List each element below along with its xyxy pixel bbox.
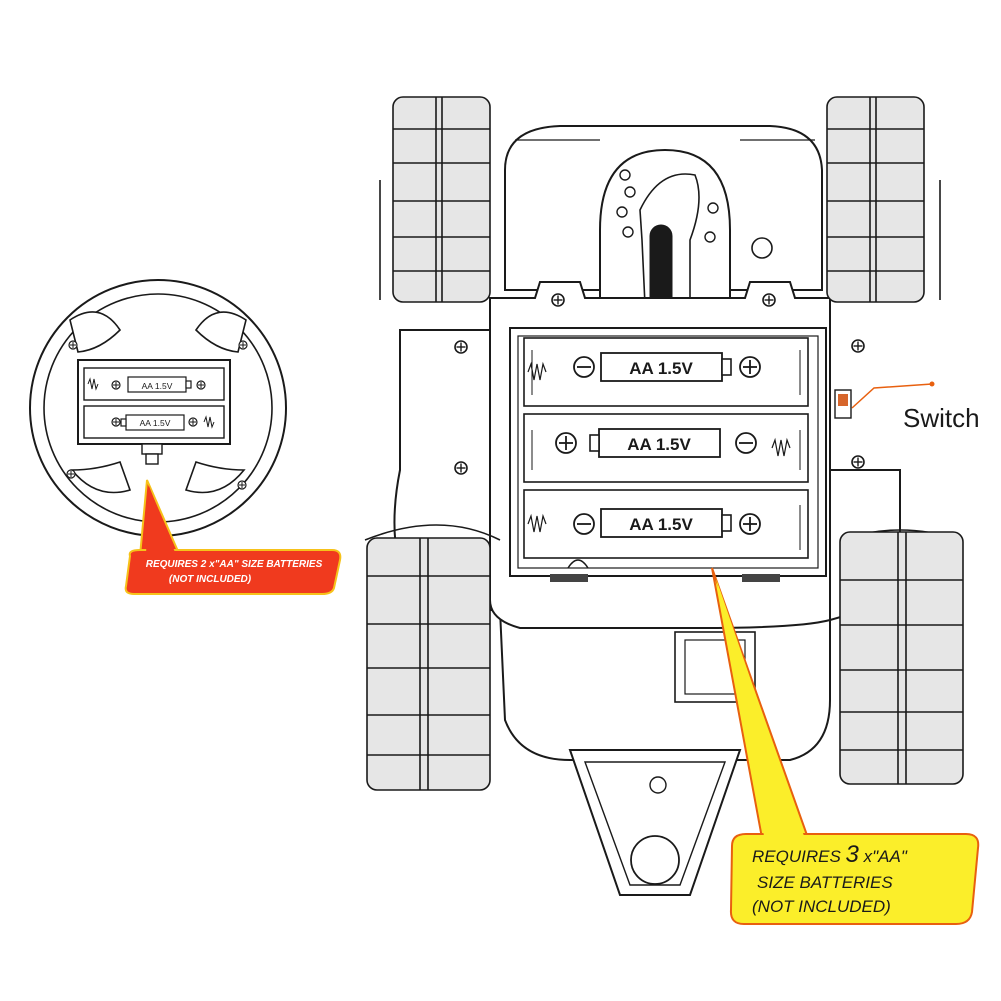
switch-annotation: Switch [851, 381, 980, 433]
remote-battery-callout: REQUIRES 2 x"AA" SIZE BATTERIES (NOT INC… [124, 479, 342, 595]
robot-callout-line-1: REQUIRES 3 x"AA" [752, 841, 908, 868]
remote-controller: AA 1.5V AA 1.5V [29, 279, 287, 537]
robot-battery-2-label: AA 1.5V [627, 435, 691, 454]
robot-battery-callout: REQUIRES 3 x"AA" SIZE BATTERIES (NOT INC… [711, 567, 980, 925]
robot-battery-3-label: AA 1.5V [629, 515, 693, 534]
remote-battery-compartment [77, 359, 231, 445]
remote-callout-line-1: REQUIRES 2 x"AA" SIZE BATTERIES [146, 559, 323, 570]
robot-battery-1-label: AA 1.5V [629, 359, 693, 378]
robot-vehicle: AA 1.5V AA 1.5V AA 1.5V [364, 125, 961, 896]
robot-callout-line-3: (NOT INCLUDED) [752, 897, 891, 916]
wheel-front-left [392, 96, 491, 303]
remote-battery-2-label: AA 1.5V [140, 418, 171, 428]
wheel-rear-left [366, 537, 491, 791]
switch-label: Switch [903, 403, 980, 433]
wheel-rear-right [839, 531, 964, 785]
remote-callout-line-2: (NOT INCLUDED) [169, 574, 252, 585]
robot-wheels [366, 96, 964, 791]
robot-callout-line-2: SIZE BATTERIES [757, 873, 893, 892]
robot-front-scoop [568, 749, 742, 896]
wheel-front-right [826, 96, 925, 303]
remote-battery-1-label: AA 1.5V [142, 381, 173, 391]
